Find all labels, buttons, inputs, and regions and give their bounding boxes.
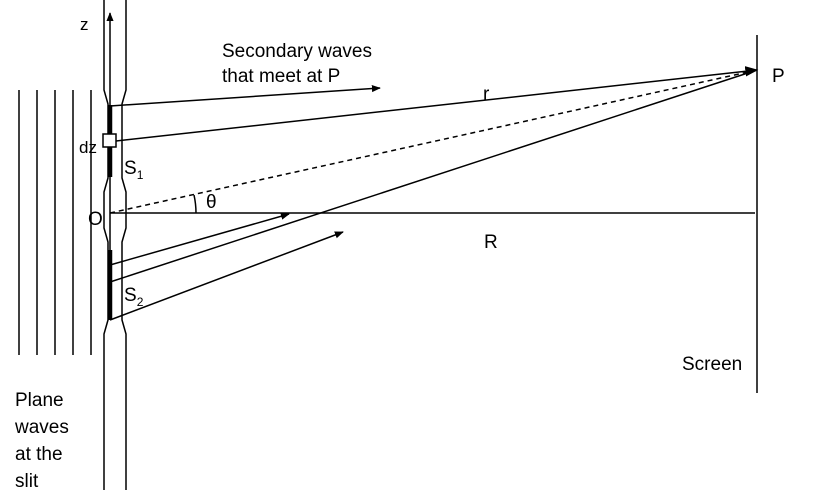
- plane-wavefronts: [18, 90, 92, 355]
- slit-barrier: [103, 0, 127, 490]
- point-p-label: P: [772, 66, 785, 87]
- plane-waves-label-line: at the: [15, 444, 63, 465]
- secondary-arrow-mid: [109, 212, 290, 266]
- secondary-arrow-top: [109, 84, 381, 107]
- plane-waves-label: Plane waves at the slit: [14, 390, 69, 492]
- origin-o-label: O: [88, 209, 103, 230]
- dz-label: dz: [79, 138, 97, 157]
- ray-from-s2: [109, 69, 758, 283]
- r-label: r: [483, 84, 490, 105]
- secondary-waves-label-line2: that meet at P: [222, 66, 340, 87]
- plane-waves-label-line: Plane: [15, 390, 64, 411]
- slit-s1-label: S1: [124, 158, 144, 182]
- plane-waves-label-line: slit: [15, 471, 39, 492]
- barrier-left-edge: [103, 0, 109, 490]
- ray-central-dashed: [109, 69, 758, 214]
- ray-r-from-dz: [115, 66, 759, 142]
- rays-to-point-p: [109, 66, 759, 283]
- secondary-wave-arrows: [109, 84, 381, 321]
- barrier-right-edge: [121, 0, 127, 490]
- dz-element-box: [102, 133, 117, 148]
- screen-label: Screen: [682, 354, 742, 375]
- plane-waves-label-line: waves: [14, 417, 69, 438]
- secondary-waves-label-line1: Secondary waves: [222, 41, 372, 62]
- theta-angle-arc: [193, 194, 197, 214]
- secondary-arrow-bottom: [109, 231, 344, 321]
- distance-r-label: R: [484, 232, 498, 253]
- z-axis-label: z: [80, 15, 89, 34]
- theta-label: θ: [206, 192, 217, 213]
- slit-s2-label: S2: [124, 285, 144, 309]
